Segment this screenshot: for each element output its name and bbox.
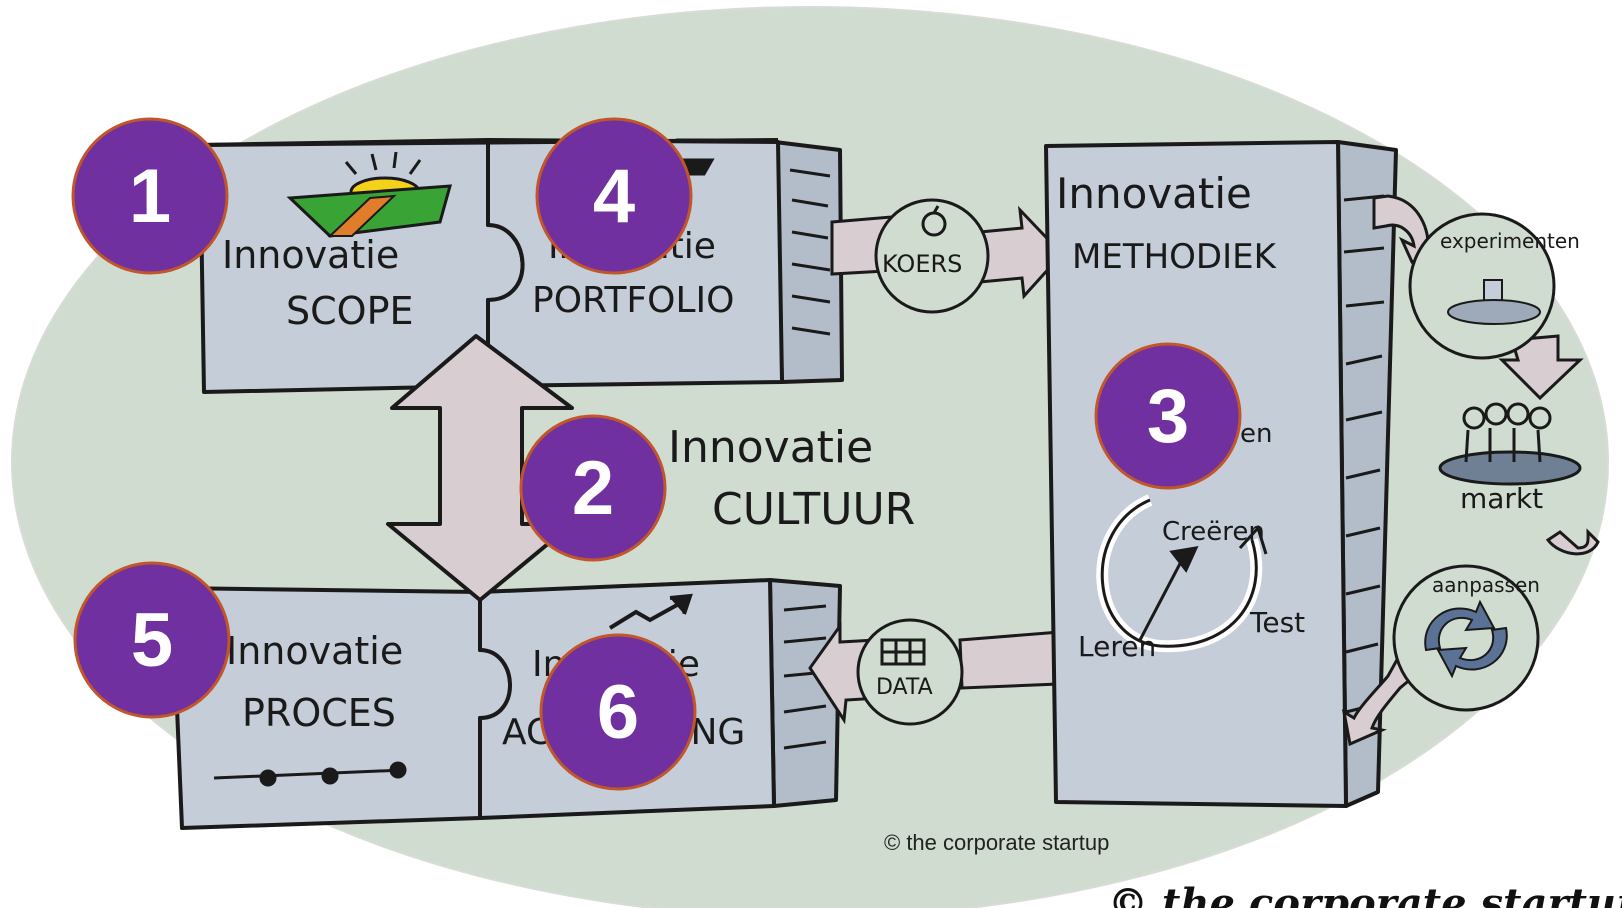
proces-label-line1: Innovatie — [226, 629, 403, 673]
portfolio-label-line2: PORTFOLIO — [532, 280, 734, 321]
copyright-handwritten: © the corporate startup — [1108, 880, 1622, 908]
badge-2-number: 2 — [572, 446, 614, 531]
refresh-icon — [1424, 599, 1496, 652]
badge-5: 5 — [73, 561, 231, 719]
copyright-caption: © the corporate startup — [884, 830, 1110, 855]
data-label: DATA — [876, 675, 933, 700]
badge-4: 4 — [535, 117, 693, 275]
build-measure-learn-cycle — [1096, 494, 1268, 653]
markt-label: markt — [1460, 482, 1543, 515]
cycle-test: Test — [1249, 606, 1305, 639]
badge-6: 6 — [539, 633, 697, 791]
proces-label-line2: PROCES — [242, 691, 396, 735]
cycle-creeren: Creëren — [1162, 517, 1265, 547]
experiment-beaker-icon — [1483, 279, 1503, 303]
aanpassen-label: aanpassen — [1432, 573, 1540, 597]
cultuur-double-arrow — [386, 334, 574, 602]
cycle-leren: Leren — [1078, 630, 1156, 663]
growth-chart-icon — [608, 593, 693, 630]
process-timeline-icon — [213, 761, 407, 787]
methodiek-label-line2: METHODIEK — [1072, 237, 1278, 277]
data-circle — [856, 618, 964, 726]
markt-people-icon — [1438, 402, 1582, 486]
badge-1-number: 1 — [129, 154, 171, 239]
koers-label: KOERS — [882, 250, 962, 278]
cultuur-label-line1: Innovatie — [668, 422, 873, 473]
badge-1: 1 — [71, 117, 229, 275]
badge-2: 2 — [519, 414, 667, 562]
badge-3: 3 — [1094, 342, 1242, 490]
experimenten-label: experimenten — [1440, 229, 1580, 253]
koers-circle — [874, 198, 990, 314]
badge-5-number: 5 — [131, 598, 173, 683]
methodiek-label-line1: Innovatie — [1056, 169, 1252, 218]
cultuur-label-line2: CULTUUR — [712, 484, 915, 535]
badge-3-number: 3 — [1147, 374, 1189, 459]
aanpassen-circle — [1392, 564, 1540, 712]
koers-connector — [830, 198, 1065, 314]
badge-4-number: 4 — [593, 154, 635, 239]
scope-label-line2: SCOPE — [286, 289, 414, 333]
experimenten-circle — [1408, 212, 1556, 360]
cycle-meten-partial: en — [1240, 419, 1272, 449]
scope-label-line1: Innovatie — [222, 233, 399, 277]
sun-field-icon — [286, 151, 453, 238]
badge-6-number: 6 — [597, 670, 639, 755]
